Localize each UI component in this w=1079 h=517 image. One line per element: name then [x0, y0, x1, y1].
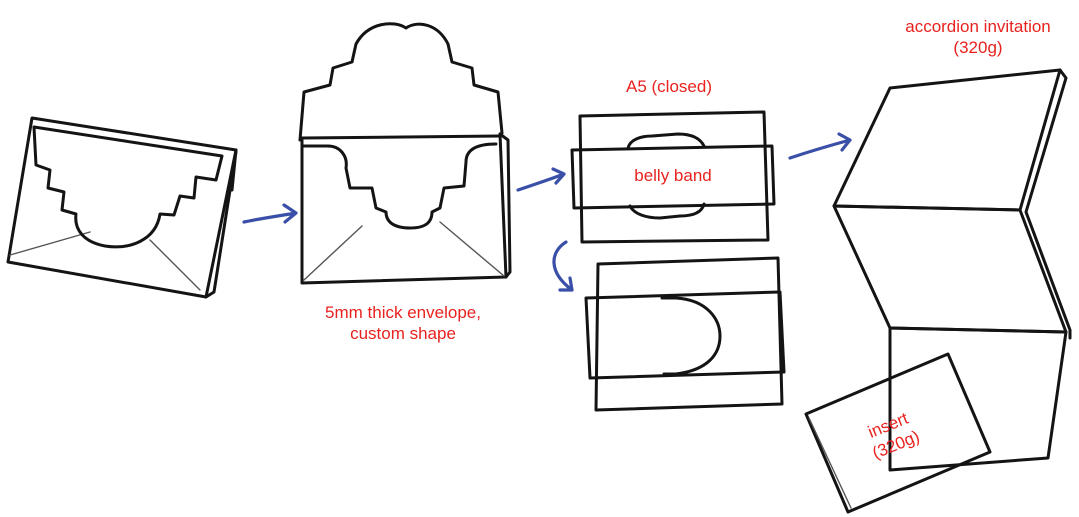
- envelope-label-line-2: custom shape: [350, 324, 456, 343]
- arrow-right-icon: [242, 203, 298, 224]
- insert-card: [804, 352, 992, 514]
- belly-band-label: belly band: [634, 166, 712, 185]
- a5-closed-label: A5 (closed): [626, 77, 712, 96]
- arrow-right-icon: [516, 167, 566, 192]
- envelope-label-line-1: 5mm thick envelope,: [325, 303, 481, 322]
- closed-envelope: [6, 116, 238, 299]
- accordion-label: accordion invitation (320g): [888, 16, 1068, 58]
- accordion-invitation: [832, 68, 1072, 472]
- accordion-label-line-2: (320g): [953, 38, 1003, 57]
- curved-arrow-icon: [552, 240, 574, 292]
- belly-band-open: [584, 256, 786, 412]
- accordion-label-line-1: accordion invitation: [905, 17, 1051, 36]
- a5-closed-invitation: [570, 110, 776, 244]
- envelope-label: 5mm thick envelope, custom shape: [306, 302, 500, 344]
- open-envelope: [298, 22, 512, 285]
- arrow-right-icon: [788, 132, 852, 160]
